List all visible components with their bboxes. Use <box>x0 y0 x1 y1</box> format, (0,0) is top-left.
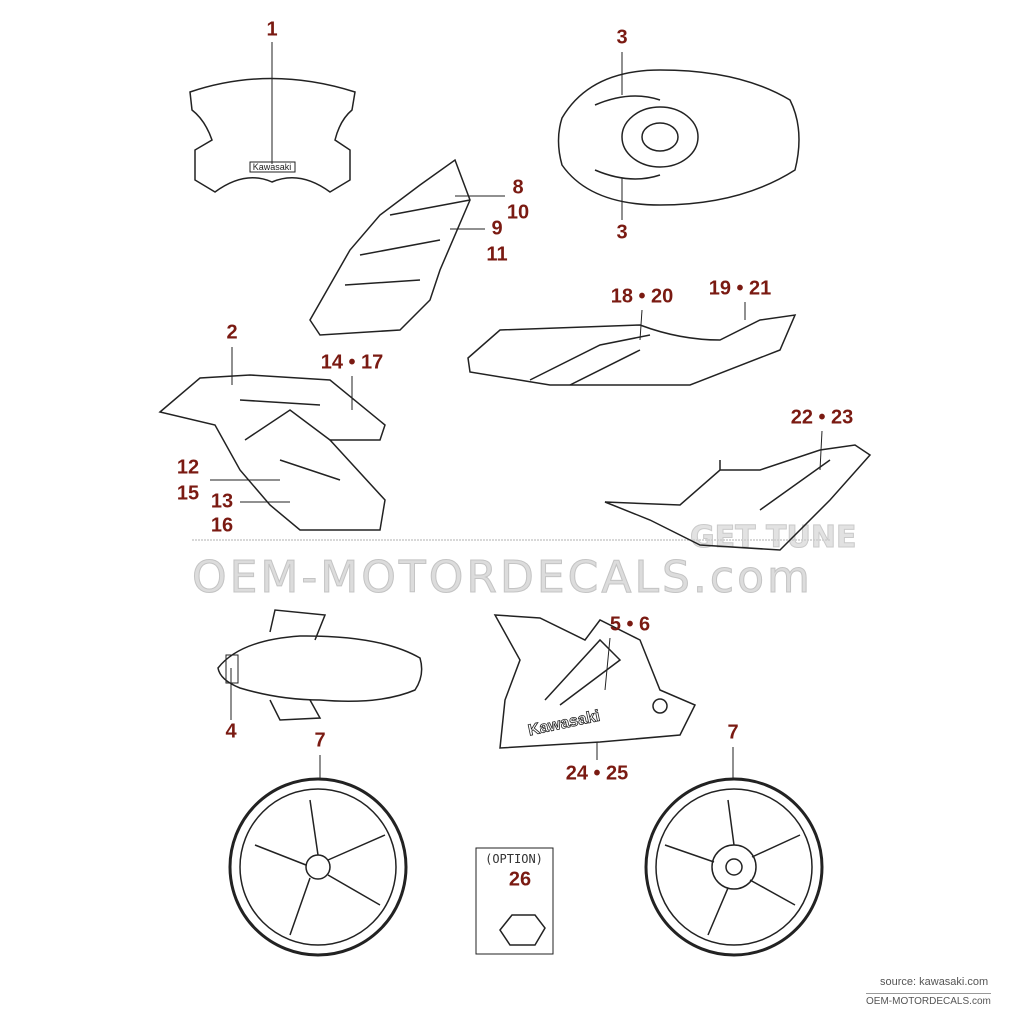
footer-site: OEM-MOTORDECALS.com <box>866 993 991 1007</box>
callout-19-21: 19 • 21 <box>708 277 772 300</box>
callout-10: 10 <box>506 201 530 224</box>
callout-5-6: 5 • 6 <box>609 613 651 636</box>
callout-18-20: 18 • 20 <box>610 285 674 308</box>
part-lower-cowl: Kawasaki <box>493 614 697 749</box>
svg-text:Kawasaki: Kawasaki <box>527 708 602 740</box>
part-front-fender <box>217 609 423 721</box>
callout-12: 12 <box>176 456 200 479</box>
callout-22-23: 22 • 23 <box>790 406 854 429</box>
option-box <box>475 847 554 955</box>
svg-text:Kawasaki: Kawasaki <box>253 162 292 172</box>
callout-7-left: 7 <box>314 729 326 752</box>
callout-7-right: 7 <box>727 721 739 744</box>
callout-15: 15 <box>176 482 200 505</box>
callout-1: 1 <box>266 18 278 41</box>
callout-11: 11 <box>486 243 508 266</box>
callout-13: 13 <box>210 490 234 513</box>
part-side-cowl <box>158 374 386 531</box>
callout-24-25: 24 • 25 <box>565 762 629 785</box>
callout-2: 2 <box>226 321 238 344</box>
part-front-wheel <box>228 777 408 957</box>
part-upper-cowl <box>309 158 471 336</box>
part-fuel-tank <box>557 69 800 206</box>
callout-3-bottom: 3 <box>616 221 628 244</box>
part-seat-tail <box>467 314 797 386</box>
callout-8: 8 <box>512 176 524 199</box>
option-label: (OPTION) <box>485 852 543 866</box>
callout-14-17: 14 • 17 <box>320 351 384 374</box>
part-under-tail <box>604 444 872 551</box>
callout-4: 4 <box>225 720 237 743</box>
callout-26: 26 <box>508 868 532 891</box>
source-text: source: kawasaki.com <box>880 976 989 988</box>
callout-9: 9 <box>491 217 503 240</box>
part-rear-wheel <box>644 777 824 957</box>
callout-16: 16 <box>210 514 234 537</box>
leader-lines <box>210 42 823 780</box>
watermark-text: OEM-MOTORDECALS.com <box>192 552 813 604</box>
callout-3-top: 3 <box>616 26 628 49</box>
